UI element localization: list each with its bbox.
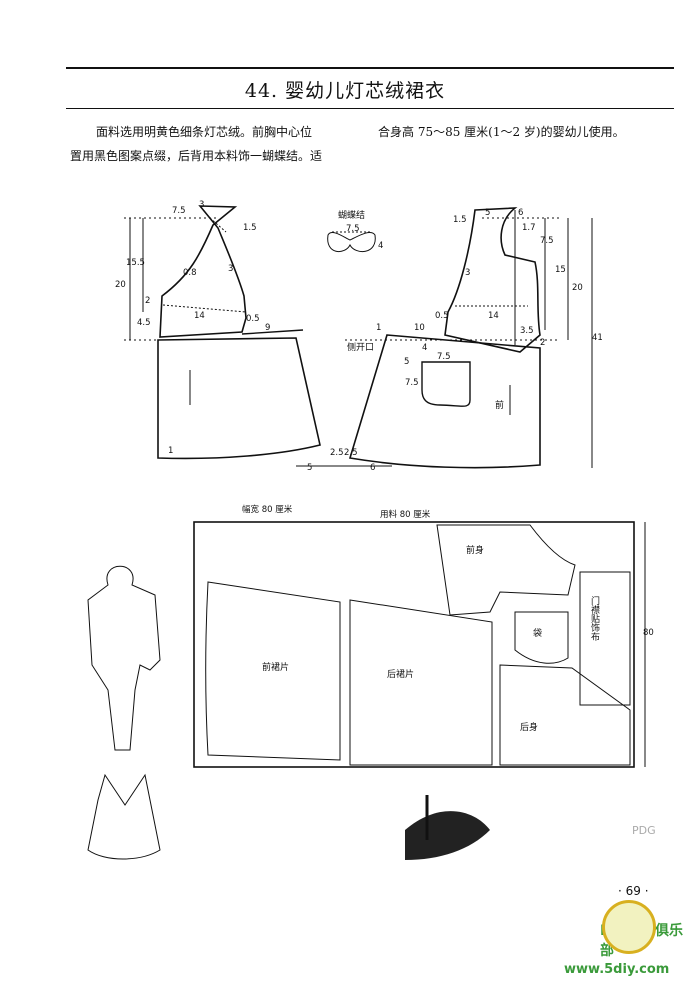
front-dim-75c: 7.5 bbox=[405, 378, 419, 388]
layout-front-skirt bbox=[205, 581, 341, 761]
back-dim-155: 15.5 bbox=[126, 258, 145, 268]
back-skirt-outline bbox=[157, 337, 321, 460]
piece-pocket: 袋 bbox=[533, 627, 542, 639]
front-dim-41: 41 bbox=[592, 333, 603, 343]
front-dim-5b: 5 bbox=[404, 357, 409, 367]
pocket-outline bbox=[421, 361, 471, 407]
bow-dim-h: 4 bbox=[378, 241, 383, 251]
front-bodice-outline bbox=[444, 207, 541, 353]
front-dim-10: 10 bbox=[414, 323, 425, 333]
child-figure bbox=[87, 565, 161, 751]
front-dim-15: 1.5 bbox=[453, 215, 467, 225]
back-bodice-outline bbox=[159, 205, 247, 338]
front-dim-1: 1 bbox=[376, 323, 381, 333]
front-dim-3: 3 bbox=[465, 268, 470, 278]
back-dim-05: 0.5 bbox=[246, 314, 260, 324]
back-dim-3: 3 bbox=[199, 200, 204, 210]
piece-front: 前身 bbox=[466, 544, 484, 556]
piece-placket: 门襟贴饰布 bbox=[589, 595, 600, 642]
front-dim-4: 4 bbox=[422, 343, 427, 353]
back-dim-5: 5 bbox=[307, 463, 312, 473]
back-dim-20: 20 bbox=[115, 280, 126, 290]
intro-line-1: 面料选用明黄色细条灯芯绒。前胸中心位 bbox=[96, 125, 313, 139]
back-dim-15: 1.5 bbox=[243, 223, 257, 233]
bow-shape bbox=[327, 232, 376, 253]
page-number: · 69 · bbox=[618, 884, 649, 898]
watermark-url: www.5diy.com bbox=[564, 962, 670, 977]
layout-front-body bbox=[436, 524, 576, 616]
fabric-use-label: 用料 80 厘米 bbox=[380, 509, 431, 520]
side-opening-label: 侧开口 bbox=[347, 341, 374, 353]
bow-label: 蝴蝶结 bbox=[338, 209, 365, 221]
front-dim-2: 2 bbox=[540, 338, 545, 348]
intro-line-2: 置用黑色图案点缀，后背用本料饰一蝴蝶结。适 bbox=[70, 149, 323, 163]
layout-back-skirt bbox=[349, 599, 493, 766]
front-dim-15b: 15 bbox=[555, 265, 566, 275]
front-dim-05: 0.5 bbox=[435, 311, 449, 321]
front-dim-20: 20 bbox=[572, 283, 583, 293]
dress-illustration bbox=[87, 773, 161, 860]
piece-back-skirt: 后裙片 bbox=[387, 668, 414, 680]
layout-side-label: 80 bbox=[643, 628, 654, 638]
front-dim-75: 7.5 bbox=[540, 236, 554, 246]
title-underline bbox=[66, 108, 674, 109]
front-dim-6b: 6 bbox=[370, 463, 375, 473]
front-dim-6: 6 bbox=[518, 208, 523, 218]
front-dim-17: 1.7 bbox=[522, 223, 536, 233]
page-title: 44. 婴幼儿灯芯绒裙衣 bbox=[244, 80, 446, 102]
front-dim-35: 3.5 bbox=[520, 326, 534, 336]
front-dim-75b: 7.5 bbox=[437, 352, 451, 362]
piece-front-skirt: 前裙片 bbox=[262, 661, 289, 673]
back-dim-75: 7.5 bbox=[172, 206, 186, 216]
back-dim-2: 2 bbox=[145, 296, 150, 306]
watermark-logo bbox=[602, 900, 656, 954]
layout-placket bbox=[579, 571, 631, 706]
watermark-pdg: PDG bbox=[632, 824, 656, 837]
back-dim-25: 2.5 bbox=[330, 448, 344, 458]
layout-back-body bbox=[499, 664, 631, 766]
back-dim-9: 9 bbox=[265, 323, 270, 333]
front-skirt-outline bbox=[348, 334, 541, 469]
beach-scene bbox=[405, 811, 490, 860]
back-dim-14: 14 bbox=[194, 311, 205, 321]
back-dim-3b: 3 bbox=[228, 264, 233, 274]
fabric-width-label: 幅宽 80 厘米 bbox=[242, 504, 293, 515]
front-dim-14: 14 bbox=[488, 311, 499, 321]
back-dim-1: 1 bbox=[168, 446, 173, 456]
header-rule bbox=[66, 67, 674, 69]
bow-dim-w: 7.5 bbox=[346, 224, 360, 234]
back-dim-45: 4.5 bbox=[137, 318, 151, 328]
intro-line-1b: 合身高 75～85 厘米(1～2 岁)的婴幼儿使用。 bbox=[378, 125, 625, 139]
back-dim-25b: 2.5 bbox=[344, 448, 358, 458]
front-label: 前 bbox=[495, 399, 504, 411]
front-dim-5: 5 bbox=[485, 208, 490, 218]
layout-rect bbox=[193, 521, 635, 768]
layout-pocket bbox=[514, 611, 569, 664]
back-dim-08: 0.8 bbox=[183, 268, 197, 278]
piece-back: 后身 bbox=[520, 721, 538, 733]
